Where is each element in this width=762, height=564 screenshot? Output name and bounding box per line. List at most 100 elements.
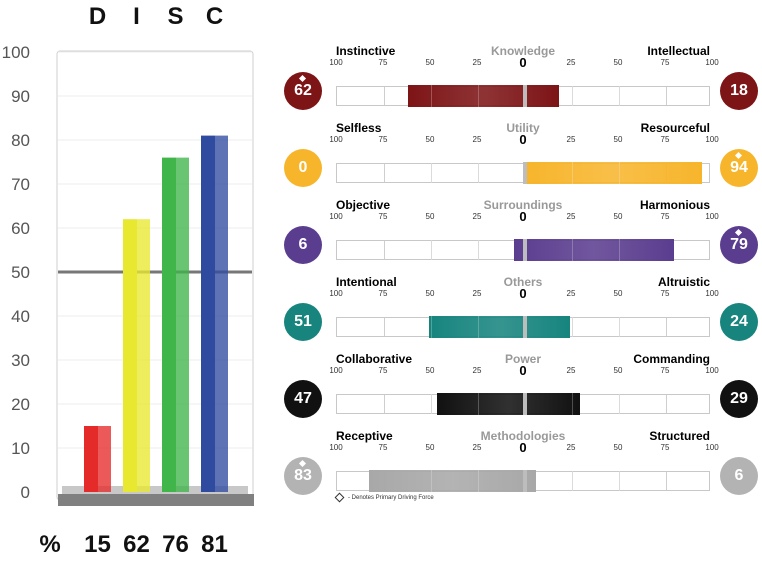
scale-tick-label: 100 (705, 58, 719, 67)
right-score-value: 24 (730, 313, 748, 330)
scale-tick-label: 100 (705, 289, 719, 298)
zero-label: 0 (519, 440, 527, 455)
bar-gridline-over (431, 470, 432, 492)
category-label-i: I (133, 3, 140, 30)
diamond-icon (334, 492, 345, 503)
scale-tick-label: 75 (660, 289, 670, 298)
y-tick-label: 10 (11, 439, 30, 458)
y-tick-label: 80 (11, 131, 30, 150)
right-score-value: 79 (730, 236, 748, 253)
bar-gridline (619, 318, 620, 336)
left-pole-label: Objective (336, 198, 391, 212)
bar-gridline-over (431, 316, 432, 338)
y-tick-label: 100 (2, 43, 30, 62)
bar-gridline-over (431, 239, 432, 261)
note-text: - Denotes Primary Driving Force (348, 495, 434, 502)
right-score-circle: 94 (720, 149, 758, 187)
right-score-circle: 18 (720, 72, 758, 110)
bar-gridline (384, 87, 385, 105)
scale-tick-label: 50 (425, 443, 435, 452)
bar-gridline (384, 164, 385, 182)
scale-tick-label: 100 (329, 135, 343, 144)
scale-tick-label: 50 (425, 58, 435, 67)
bar-gridline (619, 87, 620, 105)
percent-label: % (39, 531, 60, 558)
right-score-value: 29 (730, 390, 748, 407)
disc-bar-shade-d (98, 426, 111, 492)
force-bar-track (336, 470, 710, 492)
scale-tick-label: 25 (472, 212, 482, 221)
bar-gridline-over (619, 470, 620, 492)
scale-tick-label: 50 (425, 289, 435, 298)
bar-gridline (431, 395, 432, 413)
disc-bar-shade-s (176, 157, 189, 492)
bar-gridline-over (431, 85, 432, 107)
bar-gridline (666, 472, 667, 490)
y-tick-label: 70 (11, 175, 30, 194)
bar-gridline-over (572, 470, 573, 492)
y-tick-label: 0 (21, 483, 30, 502)
scale-tick-label: 25 (566, 58, 576, 67)
primary-force-note: - Denotes Primary Driving Force (334, 492, 434, 503)
scale-tick-label: 25 (566, 289, 576, 298)
right-score-circle: 6 (720, 457, 758, 495)
bar-gridline-over (478, 162, 479, 184)
left-score-circle: 6 (284, 226, 322, 264)
bar-gridline (572, 318, 573, 336)
zero-marker (523, 316, 527, 338)
left-score-circle: 51 (284, 303, 322, 341)
y-tick-label: 40 (11, 307, 30, 326)
bar-gridline (666, 87, 667, 105)
value-label-s: 76 (162, 531, 189, 558)
bar-gridline-over (478, 85, 479, 107)
force-name-label: Knowledge (490, 44, 555, 58)
scale-tick-label: 75 (660, 443, 670, 452)
right-score-circle: 24 (720, 303, 758, 341)
bar-gridline (478, 164, 479, 182)
bar-gridline-over (619, 239, 620, 261)
value-label-i: 62 (123, 531, 150, 558)
disc-bar-d (84, 426, 98, 492)
left-pole-label: Collaborative (336, 352, 413, 366)
scale-tick-label: 25 (472, 366, 482, 375)
scale-tick-label: 50 (613, 135, 623, 144)
scale-tick-label: 100 (329, 212, 343, 221)
force-bar-fill-methodologies (368, 470, 537, 492)
disc-bar-s (162, 157, 176, 492)
category-label-s: S (167, 3, 183, 30)
force-bar-track (336, 316, 710, 338)
scale-tick-label: 25 (566, 135, 576, 144)
bar-gridline (431, 241, 432, 259)
right-pole-label: Altruistic (657, 275, 710, 289)
scale-tick-label: 50 (613, 289, 623, 298)
primary-diamond-icon (298, 74, 307, 83)
bar-gridline (384, 318, 385, 336)
scale-tick-label: 100 (329, 366, 343, 375)
scale-tick-label: 75 (660, 366, 670, 375)
zero-label: 0 (519, 363, 527, 378)
scale-tick-label: 50 (425, 135, 435, 144)
scale-tick-label: 25 (472, 58, 482, 67)
primary-diamond-icon (734, 228, 743, 237)
bar-gridline-over (572, 316, 573, 338)
scale-tick-label: 100 (705, 212, 719, 221)
scale-tick-label: 25 (566, 366, 576, 375)
primary-diamond-icon (734, 151, 743, 160)
scale-tick-label: 100 (329, 443, 343, 452)
bar-gridline-over (619, 393, 620, 415)
zero-label: 0 (519, 55, 527, 70)
scale-tick-label: 75 (378, 366, 388, 375)
bar-gridline-over (572, 239, 573, 261)
chart-base-top (62, 486, 248, 494)
y-tick-label: 90 (11, 87, 30, 106)
left-pole-label: Selfless (336, 121, 382, 135)
disc-bar-shade-c (215, 135, 228, 492)
force-name-label: Power (504, 352, 541, 366)
left-score-value: 62 (294, 82, 312, 99)
force-name-label: Utility (506, 121, 540, 135)
y-tick-label: 30 (11, 351, 30, 370)
